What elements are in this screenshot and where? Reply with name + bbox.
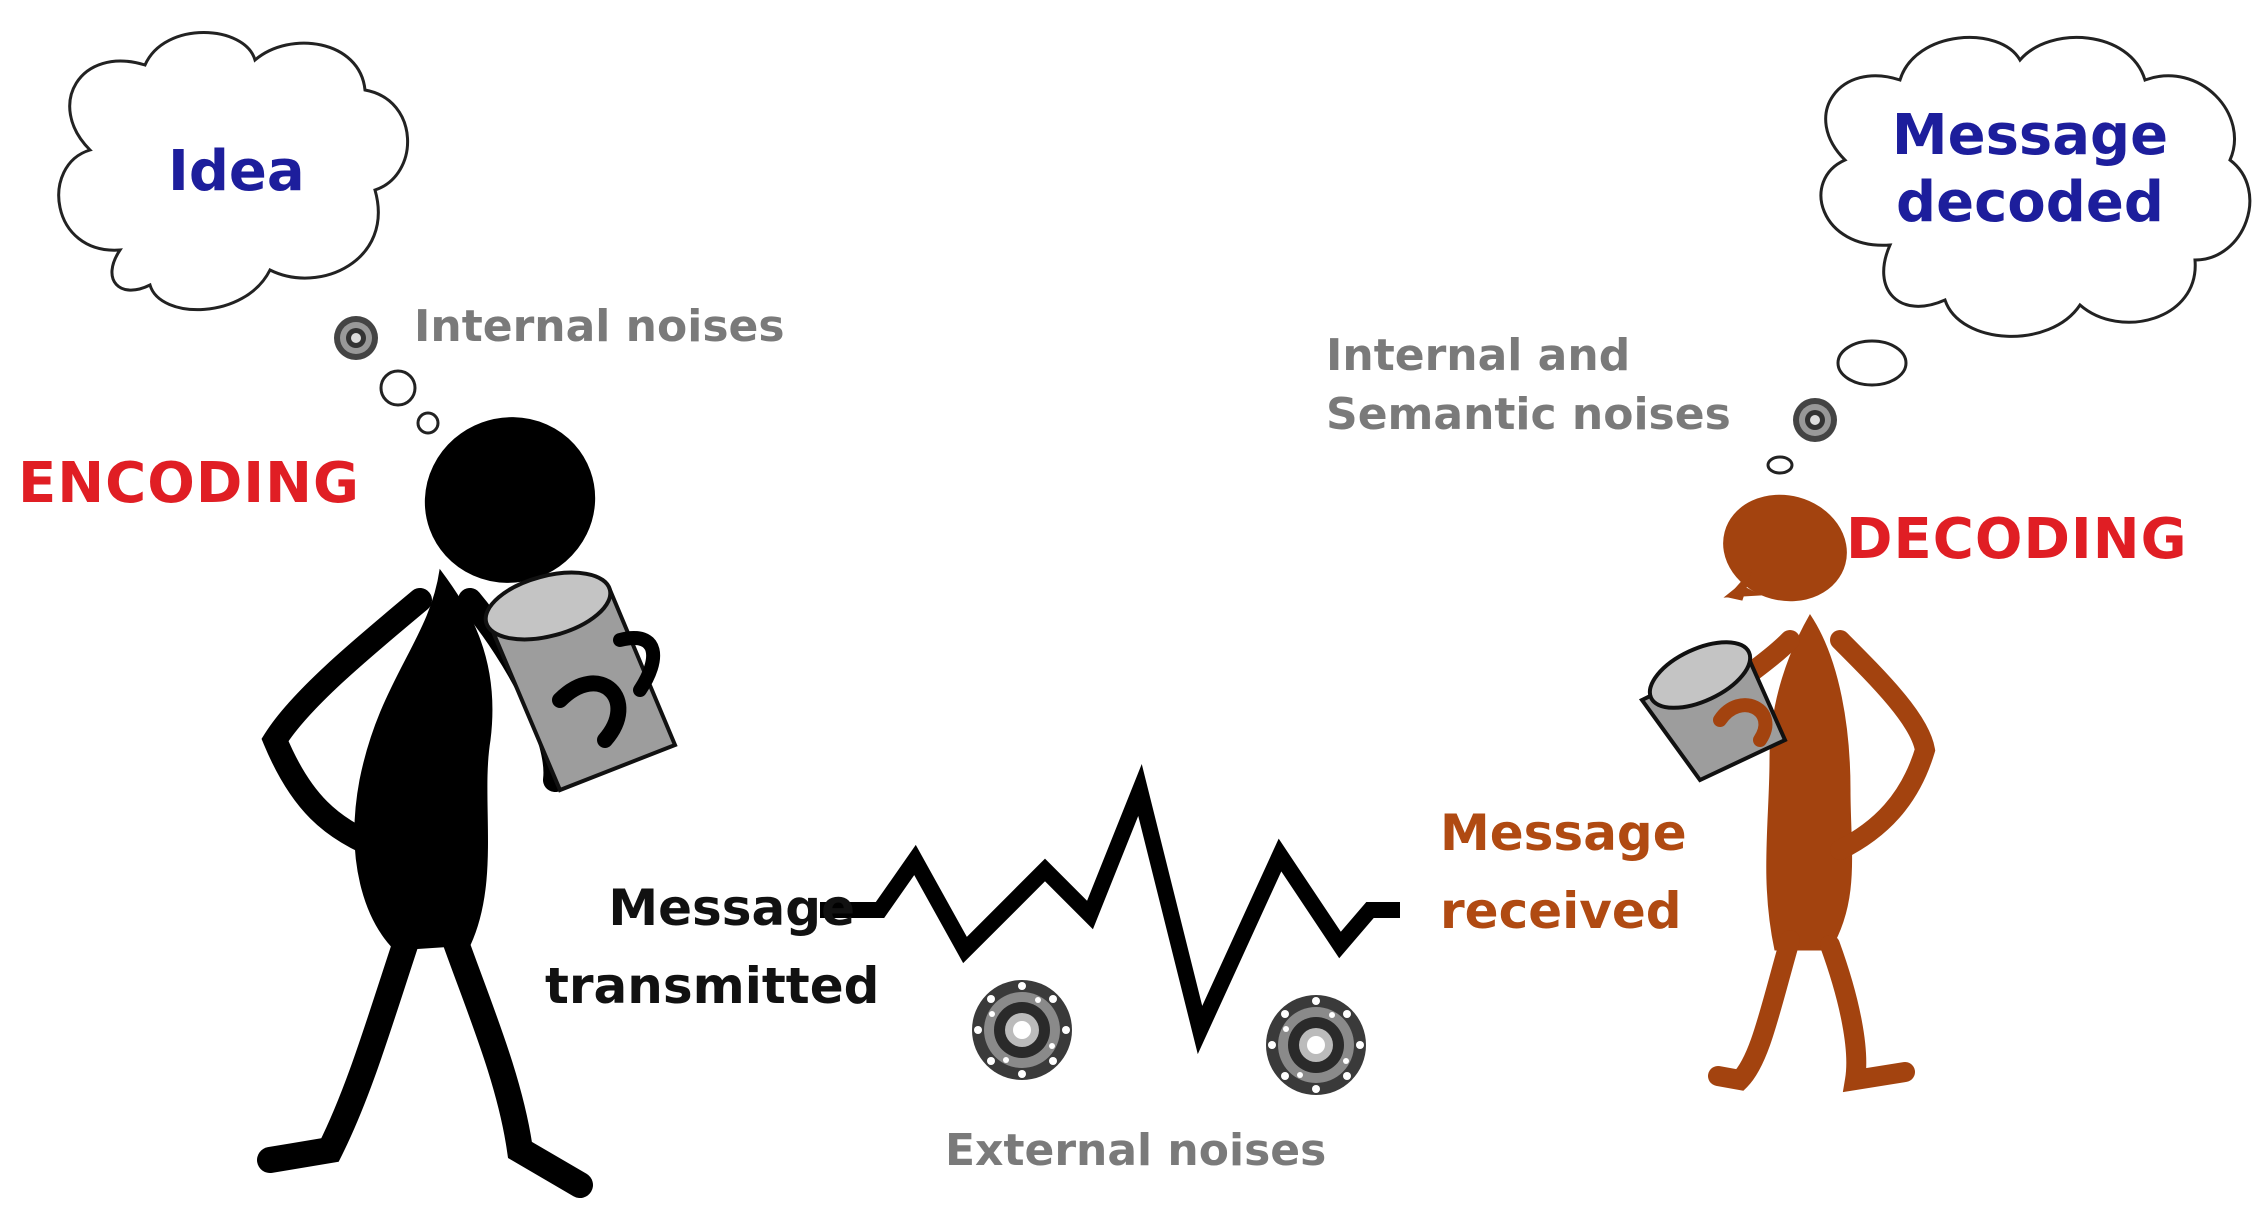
- internal-noise-icon-left: [334, 316, 378, 360]
- thought-text-right-line-1: Message: [1891, 103, 2169, 168]
- message-transmitted-label: Message transmitted: [545, 870, 880, 1025]
- message-received-label: Message received: [1440, 795, 1687, 950]
- internal-semantic-noise-line-2: Semantic noises: [1326, 389, 1731, 441]
- encoding-label: ENCODING: [18, 451, 360, 516]
- thought-bubble-right-2: [1766, 455, 1794, 475]
- internal-semantic-noise-label: Internal and Semantic noises: [1326, 326, 1731, 445]
- message-received-line-2: received: [1440, 881, 1682, 940]
- message-transmitted-line-2: transmitted: [545, 956, 880, 1015]
- thought-text-left: Idea: [168, 139, 305, 204]
- sender-can: [483, 570, 678, 793]
- decoding-label: DECODING: [1846, 507, 2188, 572]
- message-transmitted-line-1: Message: [608, 879, 855, 937]
- external-noise-icon-2: [1266, 995, 1366, 1095]
- receiver-can: [1638, 640, 1788, 783]
- thought-bubble-right-1: [1836, 339, 1908, 387]
- external-noise-label: External noises: [945, 1125, 1327, 1176]
- message-received-line-1: Message: [1440, 804, 1687, 862]
- internal-noise-icon-right: [1793, 398, 1837, 442]
- thought-text-right-line-2: decoded: [1896, 170, 2164, 236]
- thought-bubble-left-2: [416, 411, 440, 435]
- internal-noise-label-left: Internal noises: [414, 301, 785, 352]
- external-noise-icon-1: [972, 980, 1072, 1080]
- thought-cloud-right: [1819, 35, 2252, 338]
- thought-bubble-left-1: [379, 369, 417, 407]
- channel-zigzag-line: [820, 764, 1400, 1055]
- thought-text-right: Message decoded: [1880, 102, 2180, 236]
- internal-semantic-noise-line-1: Internal and: [1326, 330, 1631, 381]
- thought-cloud-left: [57, 31, 409, 312]
